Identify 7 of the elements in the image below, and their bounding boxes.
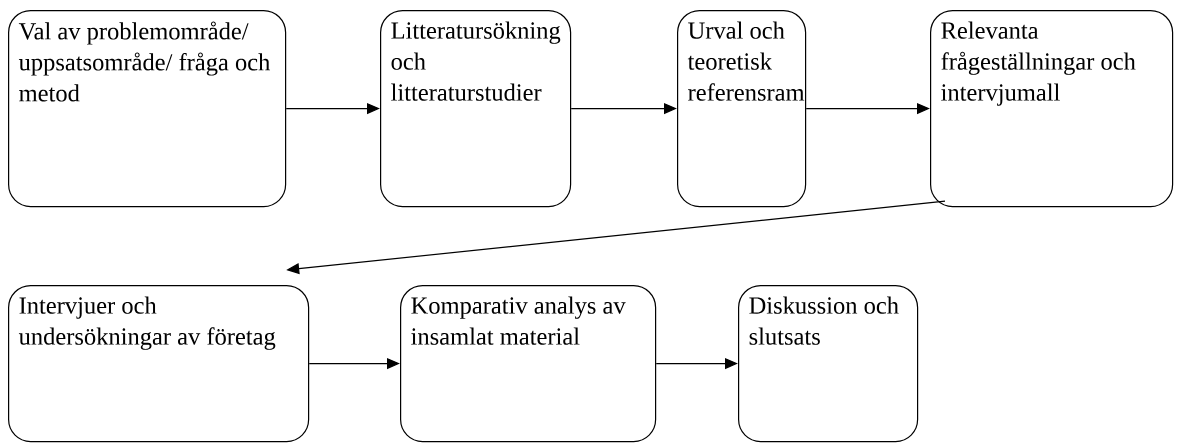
process-box: Urval och teoretisk referensram bbox=[677, 10, 807, 208]
process-box: Val av problemområde/ uppsatsområde/ fråga och metod bbox=[8, 10, 287, 208]
process-box: Litteratursökning och litteraturstudier bbox=[380, 10, 572, 208]
process-box: Intervjuer och undersökningar av företag bbox=[8, 285, 310, 443]
process-box: Komparativ analys av insamlat material bbox=[400, 285, 657, 443]
process-box: Relevanta frågeställningar och intervjumall bbox=[930, 10, 1174, 208]
process-box: Diskussion och slutsats bbox=[738, 285, 919, 443]
